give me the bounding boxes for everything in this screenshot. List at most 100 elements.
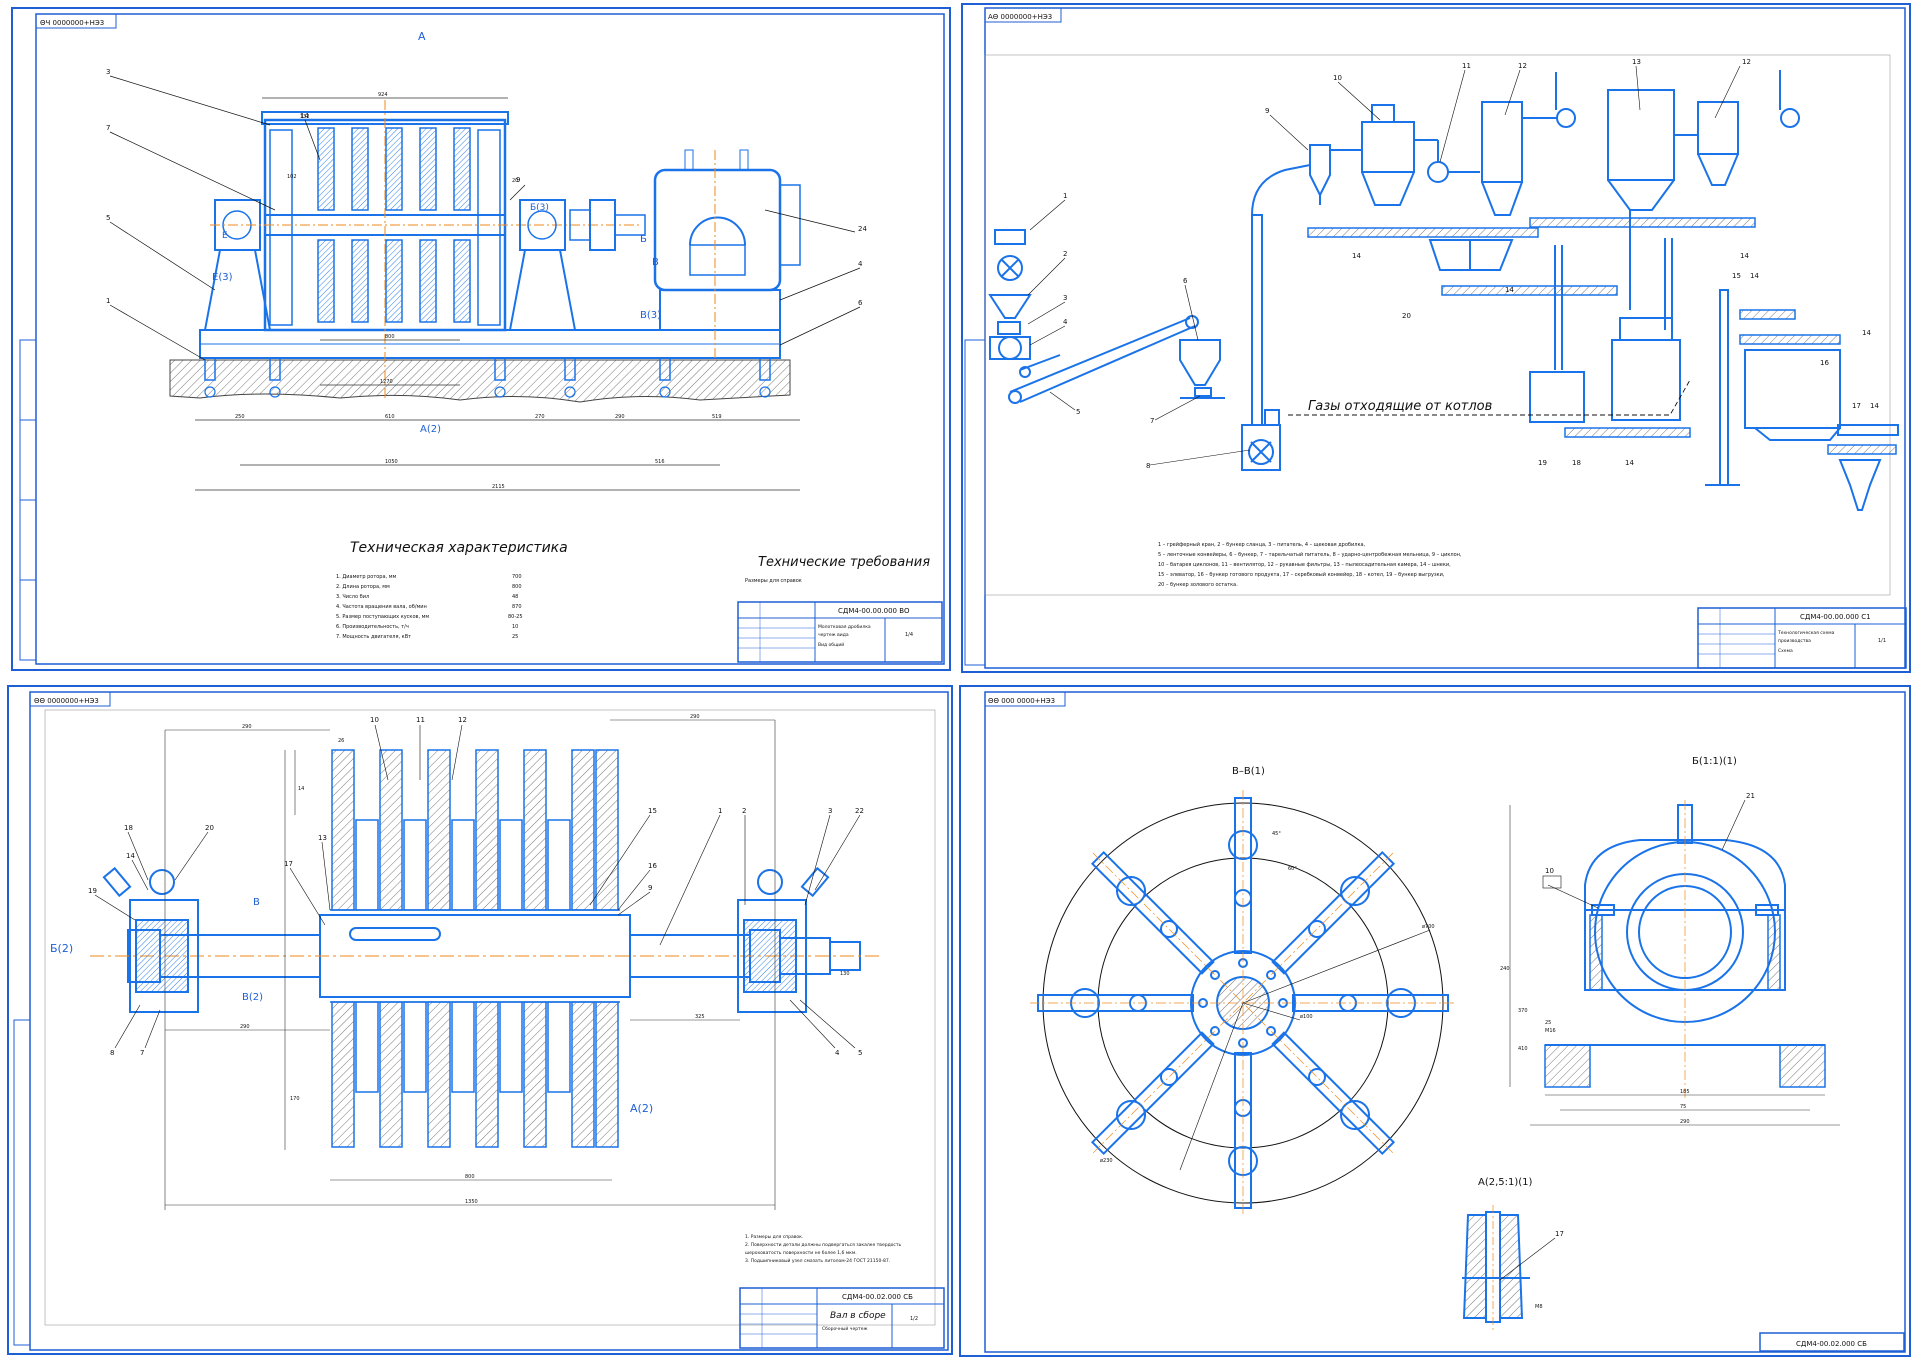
svg-text:7: 7: [106, 124, 110, 132]
svg-text:16: 16: [648, 862, 657, 870]
svg-text:3: 3: [828, 807, 832, 815]
svg-text:Е(3): Е(3): [212, 272, 233, 283]
svg-text:20: 20: [1402, 312, 1411, 320]
svg-text:16: 16: [1820, 359, 1829, 367]
dim-value: 924: [378, 92, 388, 98]
svg-text:14: 14: [1352, 252, 1361, 260]
svg-text:870: 870: [512, 604, 522, 610]
view-label-a: А: [418, 30, 426, 43]
svg-text:800: 800: [385, 334, 395, 340]
svg-text:10: 10: [370, 716, 379, 724]
svg-text:10 – батарея циклонов, 11 – ве: 10 – батарея циклонов, 11 – вентилятор, …: [1158, 562, 1451, 568]
svg-text:2: 2: [1063, 250, 1067, 258]
svg-text:10: 10: [1545, 867, 1554, 875]
svg-text:800: 800: [465, 1174, 475, 1180]
svg-text:170: 170: [290, 1096, 300, 1102]
svg-text:1: 1: [718, 807, 722, 815]
svg-text:В–В(1): В–В(1): [1232, 766, 1265, 777]
svg-text:шероховатость поверхности не б: шероховатость поверхности не более 1,6 м…: [745, 1250, 857, 1256]
svg-text:700: 700: [512, 574, 522, 580]
svg-text:1270: 1270: [380, 379, 393, 385]
callout: 3: [106, 68, 110, 76]
svg-text:Размеры для справок: Размеры для справок: [745, 578, 802, 584]
svg-text:26: 26: [338, 738, 344, 744]
requirements-title: Технические требования: [758, 555, 930, 570]
svg-text:45°: 45°: [1272, 831, 1281, 837]
svg-text:270: 270: [535, 414, 545, 420]
svg-text:3. Число бил: 3. Число бил: [336, 594, 369, 600]
svg-text:5: 5: [106, 214, 110, 222]
svg-text:20: 20: [512, 178, 518, 184]
svg-text:12: 12: [458, 716, 467, 724]
svg-text:1/4: 1/4: [905, 632, 913, 638]
svg-text:1050: 1050: [385, 459, 398, 465]
svg-text:9: 9: [516, 176, 520, 184]
svg-text:800: 800: [512, 584, 522, 590]
svg-text:В: В: [253, 897, 260, 908]
svg-text:17: 17: [1555, 1230, 1564, 1238]
svg-text:А(2): А(2): [630, 1102, 653, 1115]
svg-text:11: 11: [416, 716, 425, 724]
svg-text:5 – ленточные конвейеры, 6 – б: 5 – ленточные конвейеры, 6 – бункер, 7 –…: [1158, 551, 1462, 558]
svg-text:240: 240: [1500, 966, 1510, 972]
svg-text:чертеж вида: чертеж вида: [818, 633, 849, 638]
svg-text:370: 370: [1518, 1008, 1528, 1014]
svg-text:22: 22: [855, 807, 864, 815]
svg-text:1: 1: [1063, 192, 1067, 200]
svg-text:610: 610: [385, 414, 395, 420]
svg-text:410: 410: [1518, 1046, 1528, 1052]
svg-text:7. Мощность двигателя, кВт: 7. Мощность двигателя, кВт: [336, 634, 411, 640]
sheet-details: ΘΘ 000 0000+НЭ3 В–В(1): [959, 685, 1911, 1357]
sheet-general-view: ΘЧ 0000000+НЭ3: [11, 7, 951, 671]
svg-text:25: 25: [512, 634, 518, 640]
sheet-code: ΑΘ 0000000+НЭ3: [988, 13, 1052, 21]
svg-text:Б: Б: [640, 234, 647, 245]
svg-text:13: 13: [1632, 58, 1641, 66]
svg-text:14: 14: [298, 786, 304, 792]
scheme-legend: 1 – грейферный кран, 2 – бункер сланца, …: [1158, 541, 1462, 588]
svg-text:СДМ4-00.02.000 СБ: СДМ4-00.02.000 СБ: [1796, 1340, 1867, 1348]
svg-text:Технологическая схема: Технологическая схема: [1777, 630, 1835, 636]
sheet-code: ΘΘ 0000000+НЭ3: [34, 697, 99, 705]
svg-text:1/2: 1/2: [910, 1316, 918, 1322]
svg-text:ø700: ø700: [1422, 924, 1435, 930]
svg-text:20 – бункер золового остатка.: 20 – бункер золового остатка.: [1158, 582, 1238, 588]
svg-text:14: 14: [1750, 272, 1759, 280]
svg-text:290: 290: [690, 714, 700, 720]
svg-text:11: 11: [1462, 62, 1471, 70]
title-block: СДМ4-00.00.000 ВО Молотковая дробилка че…: [737, 601, 943, 663]
svg-text:М8: М8: [1535, 1304, 1543, 1310]
svg-text:СДМ4-00.02.000 СБ: СДМ4-00.02.000 СБ: [842, 1293, 913, 1301]
svg-text:290: 290: [240, 1024, 250, 1030]
svg-text:12: 12: [1518, 62, 1527, 70]
svg-text:2. Поверхности детали должны п: 2. Поверхности детали должны подвергатьс…: [745, 1242, 902, 1248]
svg-text:14: 14: [1740, 252, 1749, 260]
svg-text:14: 14: [300, 112, 309, 120]
svg-text:6: 6: [1183, 277, 1188, 285]
svg-text:516: 516: [655, 459, 665, 465]
svg-text:В: В: [652, 257, 659, 268]
svg-text:В(2): В(2): [242, 992, 263, 1003]
title-block: СДМ4-00.02.000 СБ Вал в сборе Сборочный …: [739, 1287, 945, 1349]
svg-text:13: 13: [318, 834, 327, 842]
svg-text:Е: Е: [222, 231, 228, 241]
svg-text:Вид общий: Вид общий: [818, 641, 844, 648]
svg-text:290: 290: [615, 414, 625, 420]
svg-text:25: 25: [1545, 1020, 1551, 1026]
svg-text:132: 132: [300, 114, 310, 120]
svg-text:519: 519: [712, 414, 722, 420]
svg-text:Б(2): Б(2): [50, 942, 73, 955]
svg-text:Сборочный чертеж: Сборочный чертеж: [822, 1325, 868, 1332]
sheet-code: ΘΘ 000 0000+НЭ3: [988, 697, 1055, 705]
svg-text:17: 17: [1852, 402, 1861, 410]
svg-text:6: 6: [858, 299, 863, 307]
svg-text:ø230: ø230: [1100, 1158, 1113, 1164]
svg-text:4. Частота вращения вала, об/м: 4. Частота вращения вала, об/мин: [336, 604, 427, 610]
svg-text:80-25: 80-25: [508, 614, 523, 620]
svg-text:7: 7: [1150, 417, 1154, 425]
svg-text:1: 1: [106, 297, 110, 305]
svg-text:5. Размер поступающих кусков,: 5. Размер поступающих кусков, мм: [336, 614, 429, 620]
sheet-code: ΘЧ 0000000+НЭ3: [40, 19, 104, 27]
svg-text:21: 21: [1746, 792, 1755, 800]
